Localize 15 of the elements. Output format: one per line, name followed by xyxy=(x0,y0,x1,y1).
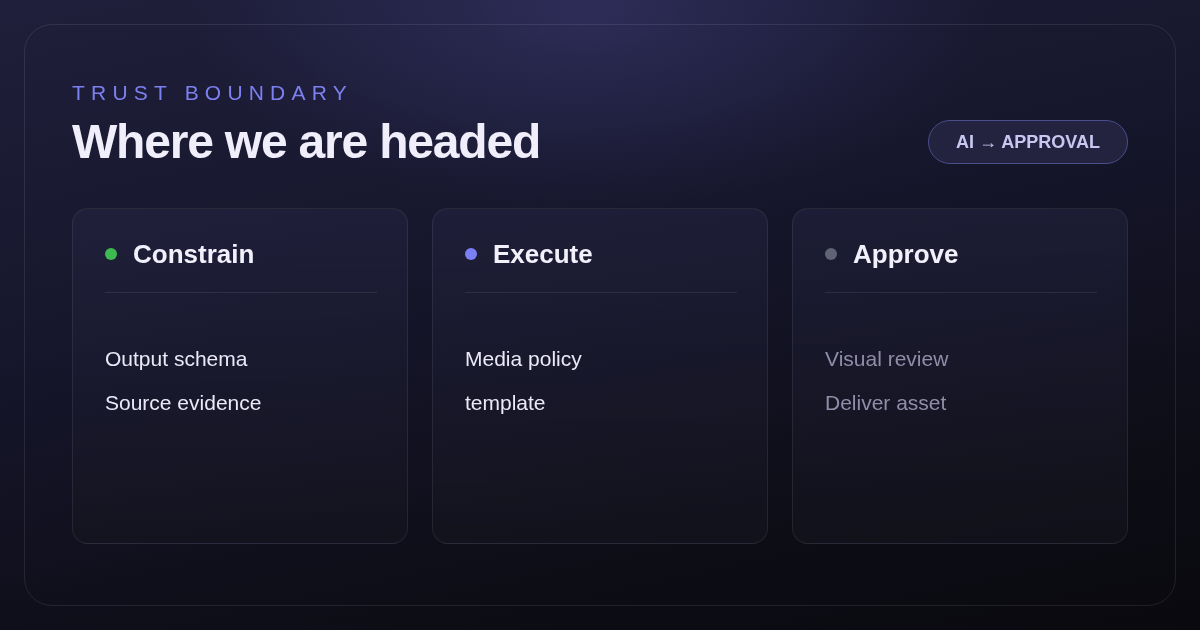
status-pill: AI → APPROVAL xyxy=(928,120,1128,164)
list-item: Output schema xyxy=(105,347,248,371)
list-item: template xyxy=(465,391,546,415)
stage-card xyxy=(792,208,1128,544)
stage-card xyxy=(432,208,768,544)
list-item: Deliver asset xyxy=(825,391,947,415)
card-heading: Approve xyxy=(853,239,959,269)
kicker-label: TRUST BOUNDARY xyxy=(72,81,353,105)
stage-card xyxy=(72,208,408,544)
list-item: Visual review xyxy=(825,347,949,371)
list-item: Media policy xyxy=(465,347,582,371)
card-heading: Constrain xyxy=(133,239,255,269)
title: Where we are headed xyxy=(72,114,541,170)
card-heading: Execute xyxy=(493,239,593,269)
list-item: Source evidence xyxy=(105,391,262,415)
